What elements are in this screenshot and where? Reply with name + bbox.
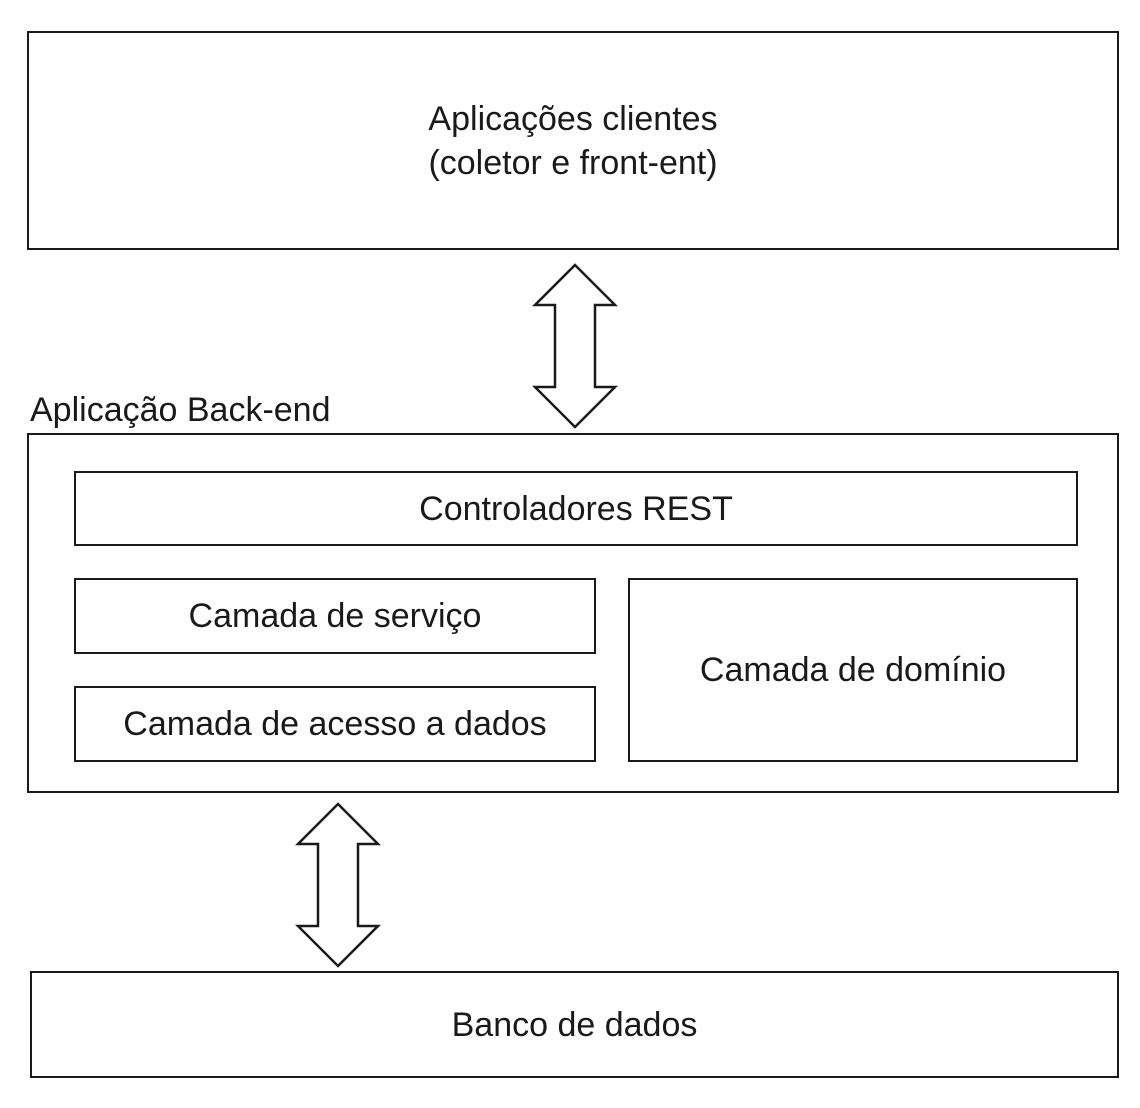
rest-controllers-box: Controladores REST bbox=[74, 471, 1078, 546]
domain-layer-box: Camada de domínio bbox=[628, 578, 1078, 762]
domain-layer-label: Camada de domínio bbox=[699, 651, 1007, 689]
rest-controllers-label: Controladores REST bbox=[419, 489, 733, 528]
client-applications-box: Aplicações clientes (coletor e front-ent… bbox=[27, 31, 1119, 250]
service-layer-box: Camada de serviço bbox=[74, 578, 596, 654]
database-box: Banco de dados bbox=[30, 971, 1119, 1078]
bidirectional-arrow-backend-database bbox=[294, 802, 382, 968]
database-label: Banco de dados bbox=[451, 1005, 698, 1044]
backend-application-label: Aplicação Back-end bbox=[30, 391, 331, 429]
client-applications-title: Aplicações clientes bbox=[428, 99, 718, 138]
data-access-layer-box: Camada de acesso a dados bbox=[74, 686, 596, 762]
data-access-layer-label: Camada de acesso a dados bbox=[123, 705, 547, 743]
client-applications-subtitle: (coletor e front-ent) bbox=[428, 143, 718, 182]
bidirectional-arrow-clients-backend bbox=[531, 263, 619, 429]
service-layer-label: Camada de serviço bbox=[188, 597, 482, 635]
